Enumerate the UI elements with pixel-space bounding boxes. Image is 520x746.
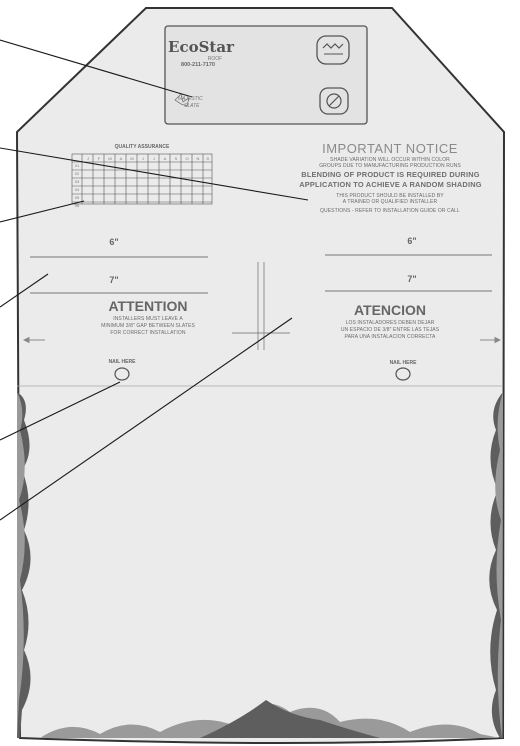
qa-col-header: S: [174, 156, 178, 161]
attention-line-1: INSTALLERS MUST LEAVE A: [113, 316, 183, 322]
center-alignment-guide: [232, 262, 290, 350]
logo-phone: 800-211-7170: [181, 62, 215, 68]
notice-questions: QUESTIONS - REFER TO INSTALLATION GUIDE …: [320, 208, 460, 214]
atencion-line-3: PARA UNA INSTALACION CORRECTA: [344, 334, 436, 340]
qa-row-label: 06: [74, 203, 80, 208]
qa-row-label: 03: [74, 179, 80, 184]
leader-qa-grid: [0, 200, 85, 223]
notice-fine-2: GROUPS DUE TO MANUFACTURING PRODUCTION R…: [319, 163, 461, 169]
notice-blend-1: BLENDING OF PRODUCT IS REQUIRED DURING: [301, 170, 480, 179]
qa-row-label: 04: [74, 187, 80, 192]
logo-sub: ROOF: [207, 56, 223, 62]
textured-edge-left: [17, 392, 31, 738]
leader-center-guide: [0, 317, 293, 521]
notice-title: IMPORTANT NOTICE: [322, 141, 458, 156]
nail-hole-right: [395, 367, 411, 381]
notice-blend-2: APPLICATION TO ACHIEVE A RANDOM SHADING: [299, 180, 482, 189]
brand-line1: MAJESTIC: [178, 96, 203, 102]
nail-here-right: NAIL HERE: [389, 360, 417, 366]
nail-hole-left: [114, 367, 130, 381]
tile-outline: [15, 7, 506, 744]
notice-fine-1: SHADE VARIATION WILL OCCUR WITHIN COLOR: [330, 157, 450, 163]
leader-lines: [0, 39, 309, 521]
atencion-line-1: LOS INSTALADORES DEBEN DEJAR: [345, 320, 435, 326]
qa-col-header: A: [163, 156, 167, 161]
qa-col-header: J: [153, 156, 155, 161]
attention-title: ATTENTION: [108, 298, 188, 314]
qa-row-label: 01: [74, 163, 80, 168]
qa-col-header: J: [142, 156, 144, 161]
qa-col-header: D: [206, 156, 210, 161]
qa-title: QUALITY ASSURANCE: [114, 144, 170, 150]
logo-badge-bottom: [319, 87, 349, 115]
logo-badge-top: [316, 35, 350, 65]
atencion-line-2: UN ESPACIO DE 3/8" ENTRE LAS TEJAS: [340, 327, 440, 333]
qa-row-label: 02: [74, 171, 80, 176]
measure-6-right: 6": [407, 236, 417, 246]
notice-fine-3: THIS PRODUCT SHOULD BE INSTALLED BY: [336, 193, 444, 199]
quality-assurance-grid: [71, 153, 213, 205]
attention-line-3: FOR CORRECT INSTALLATION: [110, 330, 186, 336]
measure-6-left: 6": [109, 237, 119, 247]
measure-7-right: 7": [407, 274, 417, 284]
qa-col-header: O: [185, 156, 189, 161]
brand-line2: SLATE: [184, 103, 200, 109]
gap-arrow-right: [480, 336, 502, 344]
leader-notice: [0, 147, 309, 201]
qa-row-label: 05: [74, 195, 80, 200]
textured-edge-right: [489, 392, 503, 738]
qa-col-header: M: [130, 156, 134, 161]
gap-arrow-left: [22, 336, 45, 344]
nail-here-left: NAIL HERE: [108, 359, 136, 365]
leader-nail-hole: [0, 381, 121, 441]
recycle-icon: [326, 93, 342, 109]
atencion-title: ATENCION: [353, 302, 427, 318]
qa-col-header: N: [196, 156, 200, 161]
logo-name: EcoStar: [168, 38, 234, 56]
attention-line-2: MINIMUM 3/8" GAP BETWEEN SLATES: [101, 323, 195, 329]
certification-icon: [322, 43, 344, 55]
qa-col-header: J: [87, 156, 89, 161]
leader-measurement: [0, 273, 49, 308]
notice-fine-4: A TRAINED OR QUALIFIED INSTALLER: [342, 199, 438, 205]
qa-col-header: F: [97, 156, 101, 161]
measure-7-left: 7": [109, 275, 119, 285]
leader-logo: [0, 39, 193, 98]
textured-edge-bottom: [40, 700, 500, 738]
qa-col-header: M: [108, 156, 112, 161]
qa-col-header: A: [119, 156, 123, 161]
